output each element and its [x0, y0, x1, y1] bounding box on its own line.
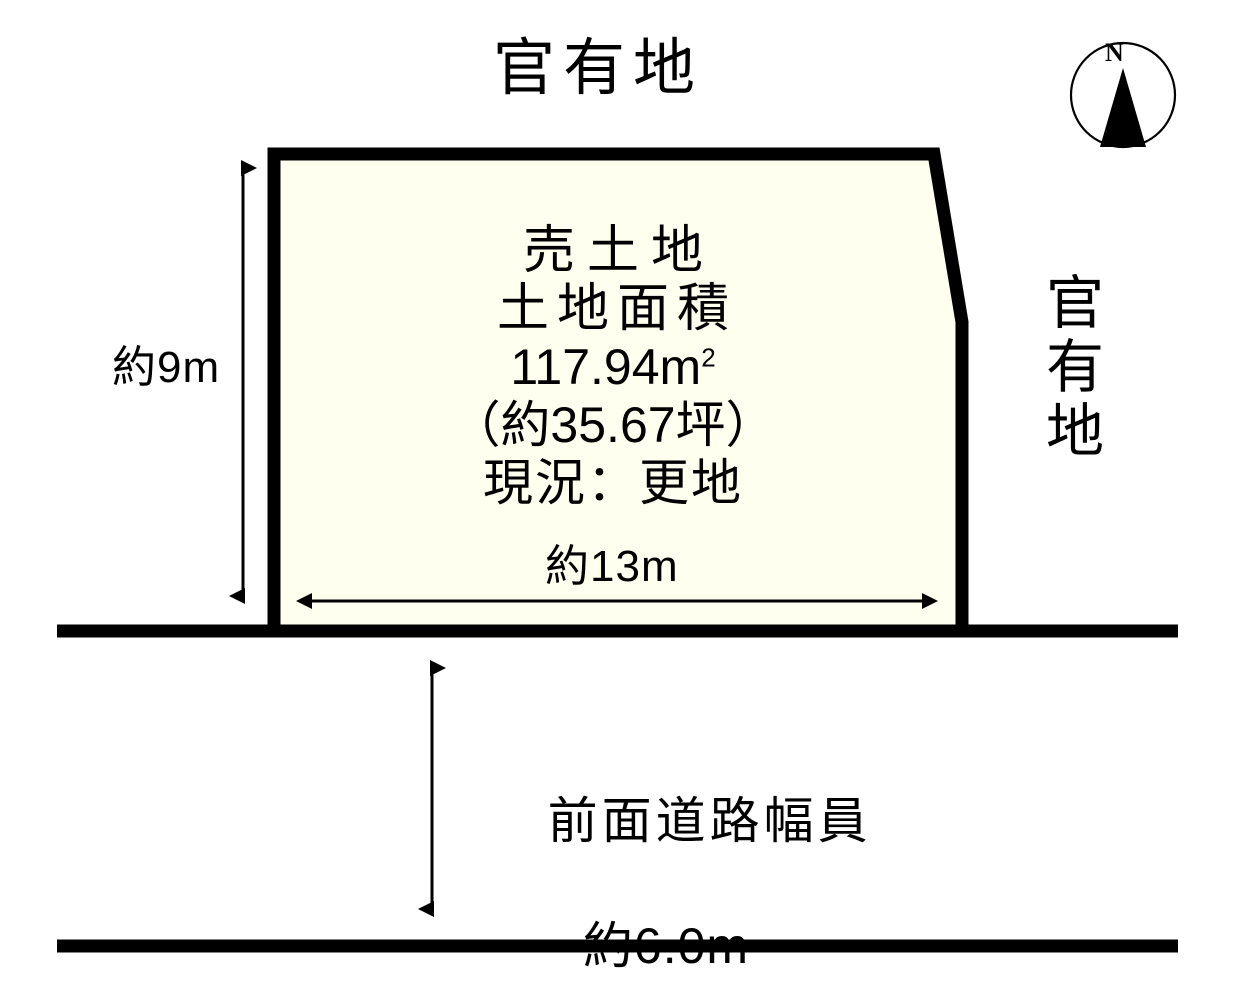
land-plot-shape	[267, 147, 969, 638]
compass-north-letter: N	[1105, 38, 1124, 67]
plot-status: 現況：更地	[483, 455, 743, 512]
right-neighbor-label: 官有地	[1037, 272, 1102, 464]
top-neighbor-label: 官有地	[493, 34, 704, 103]
road-width-annotation: 前面道路幅員 約6.0m	[476, 727, 868, 1000]
plot-area-label: 土地面積	[496, 280, 737, 339]
plot-area-unit-superscript: 2	[701, 342, 716, 373]
plot-area-sqm: 117.94	[510, 339, 660, 396]
depth-dimension-label: 約9m	[112, 343, 221, 392]
plot-heading: 売土地	[522, 222, 715, 280]
plot-area-value-line: 117.94m2	[268, 338, 958, 396]
plot-area-tsubo: （約35.67坪）	[450, 397, 776, 454]
compass-rose-north-icon	[1069, 41, 1177, 149]
road-width-value: 約6.0m	[582, 917, 750, 974]
road-width-title: 前面道路幅員	[547, 792, 872, 849]
plot-info-block: 売土地 土地面積 117.94m2 （約35.67坪） 現況：更地	[268, 222, 958, 512]
width-dimension-label: 約13m	[545, 542, 679, 591]
plot-area-unit: m	[659, 339, 702, 396]
